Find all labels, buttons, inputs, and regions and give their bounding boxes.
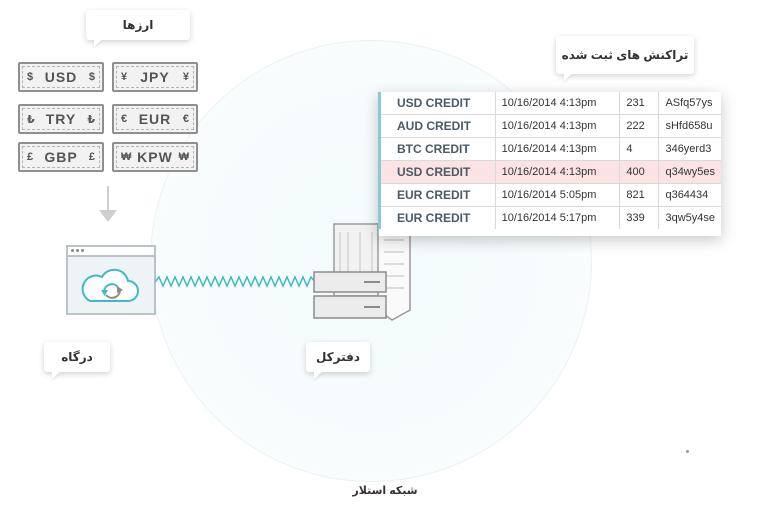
table-cell-date: 10/16/2014 4:13pm <box>494 160 620 184</box>
table-cell-date: 10/16/2014 4:13pm <box>494 114 620 138</box>
gateway-window <box>66 245 156 315</box>
table-cell-type: EUR CREDIT <box>378 206 496 229</box>
currency-symbol: ₺ <box>87 113 95 126</box>
currency-ticket-usd: $ USD $ <box>18 62 104 92</box>
gateway-label: درگاه <box>44 342 110 372</box>
currency-symbol: $ <box>27 71 34 83</box>
currency-code: TRY <box>45 111 77 127</box>
window-dot-icon <box>76 249 79 252</box>
currencies-label-text: ارزها <box>122 18 154 32</box>
currency-symbol: ¥ <box>121 71 128 83</box>
decorative-dot <box>686 450 689 453</box>
currency-symbol: £ <box>27 151 34 163</box>
currency-code: KPW <box>137 149 173 165</box>
currency-code: JPY <box>140 69 170 85</box>
table-cell-id: q364434 <box>658 183 721 207</box>
window-dot-icon <box>81 249 84 252</box>
table-cell-date: 10/16/2014 5:17pm <box>494 206 620 229</box>
table-cell-type: BTC CREDIT <box>378 137 496 161</box>
table-cell-id: q34wy5es <box>658 160 721 184</box>
table-cell-id: 3qw5y4se <box>658 206 721 229</box>
currencies-label: ارزها <box>86 10 190 40</box>
table-cell-date: 10/16/2014 4:13pm <box>494 92 620 115</box>
table-cell-type: EUR CREDIT <box>378 183 496 207</box>
arrow-down-icon <box>107 186 109 210</box>
table-cell-amount: 339 <box>619 206 659 229</box>
currency-code: EUR <box>138 111 172 127</box>
currency-code: USD <box>44 69 78 85</box>
table-cell-id: 346yerd3 <box>658 137 721 161</box>
table-cell-amount: 400 <box>619 160 659 184</box>
currency-symbol: £ <box>88 151 95 163</box>
currency-symbol: € <box>182 113 189 125</box>
currency-ticket-eur: € EUR € <box>112 104 198 134</box>
currency-symbol: ¥ <box>182 71 189 83</box>
arrow-down-head-icon <box>99 210 117 222</box>
currency-symbol: ₺ <box>27 113 35 126</box>
table-cell-date: 10/16/2014 5:05pm <box>494 183 620 207</box>
transactions-label-text: تراکنش های ثبت شده <box>561 48 689 62</box>
table-cell-type: USD CREDIT <box>378 92 496 115</box>
network-caption: شبکه استلار <box>352 485 418 497</box>
ledger-server-icon <box>313 223 411 321</box>
ledger-label-text: دفترکل <box>315 350 361 364</box>
currency-ticket-gbp: £ GBP £ <box>18 142 104 172</box>
cloud-sync-icon <box>81 268 139 302</box>
window-dot-icon <box>71 249 74 252</box>
table-cell-id: ASfq57ys <box>658 92 721 115</box>
currency-ticket-jpy: ¥ JPY ¥ <box>112 62 198 92</box>
table-cell-amount: 821 <box>619 183 659 207</box>
currency-ticket-kpw: ₩ KPW ₩ <box>112 142 198 172</box>
table-cell-amount: 4 <box>619 137 659 161</box>
table-cell-date: 10/16/2014 4:13pm <box>494 137 620 161</box>
table-cell-type: AUD CREDIT <box>378 114 496 138</box>
transactions-label: تراکنش های ثبت شده <box>556 36 694 74</box>
table-cell-type: USD CREDIT <box>378 160 496 184</box>
browser-title-bar <box>68 247 154 257</box>
table-cell-id: sHfd658u <box>658 114 721 138</box>
currency-ticket-try: ₺ TRY ₺ <box>18 104 104 134</box>
currency-code: GBP <box>44 149 78 165</box>
currency-symbol: $ <box>88 71 95 83</box>
currency-symbol: ₩ <box>178 151 189 163</box>
currency-symbol: ₩ <box>121 151 132 163</box>
table-cell-amount: 222 <box>619 114 659 138</box>
gateway-label-text: درگاه <box>61 350 93 364</box>
table-cell-amount: 231 <box>619 92 659 115</box>
currency-symbol: € <box>121 113 128 125</box>
connection-zigzag <box>155 275 316 288</box>
ledger-label: دفترکل <box>306 342 370 372</box>
